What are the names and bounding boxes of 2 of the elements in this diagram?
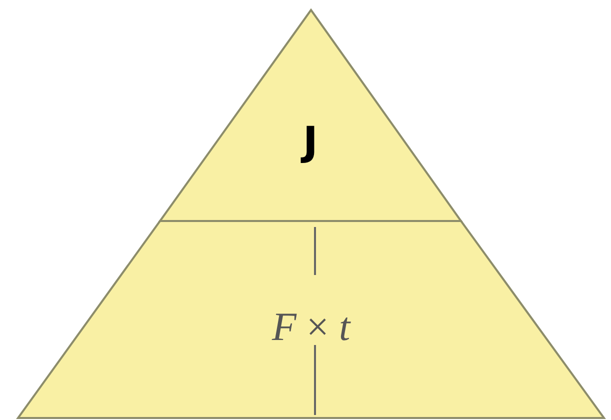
formula-text: F × t [270, 307, 352, 347]
quantity-symbol: J [160, 122, 461, 162]
